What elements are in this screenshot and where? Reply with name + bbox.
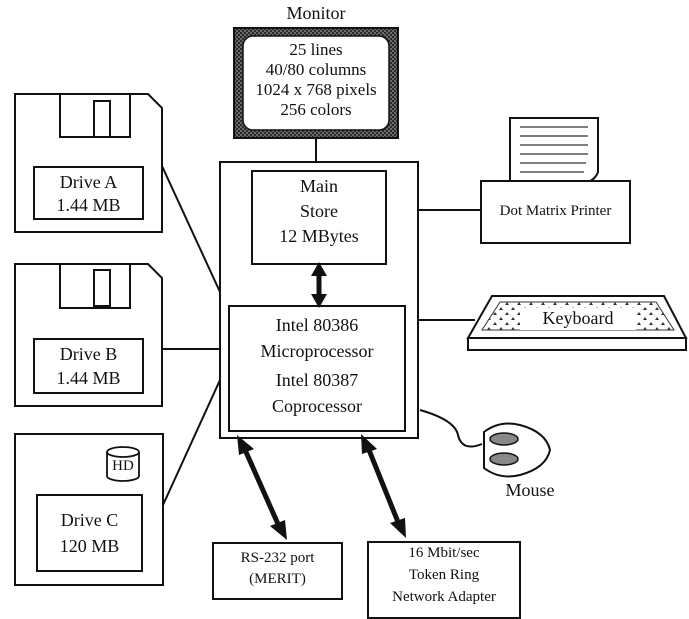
mouse-label: Mouse [505,480,555,500]
memory-bus-arrow [311,262,327,308]
network-type: Token Ring [408,567,480,583]
mouse-cable [419,409,483,448]
drive-b-name: Drive B [59,344,118,364]
drive-connectors [161,165,221,506]
printer-label: Dot Matrix Printer [499,203,612,219]
network-arrow [361,434,406,538]
monitor-spec-lines: 25 lines [289,40,343,59]
monitor-spec-columns: 40/80 columns [265,60,367,79]
monitor-spec-colors: 256 colors [280,100,352,119]
keyboard-label: Keyboard [542,308,614,328]
monitor-spec-pixels: 1024 x 768 pixels [255,80,377,99]
printer [480,117,631,244]
rs232-merit: (MERIT) [249,571,306,587]
hd-badge: HD [112,458,134,474]
monitor-title: Monitor [286,3,346,23]
drive-c-name: Drive C [60,510,119,530]
drive-c-size: 120 MB [59,536,120,556]
processor-cpu: Intel 80386 [275,315,359,335]
processor-cpu-type: Microprocessor [260,341,374,361]
drive-b-size: 1.44 MB [56,368,121,388]
drive-a-name: Drive A [59,172,118,192]
network-adapter: Network Adapter [392,589,496,605]
main-store-box [251,170,387,265]
rs232-port: RS-232 port [240,550,315,566]
mouse-icon [483,422,552,478]
network-box [367,541,521,619]
drive-b-disk [14,263,163,407]
processor-fpu: Intel 80387 [275,370,359,390]
main-store-line2: Store [300,201,338,221]
drive-a-size: 1.44 MB [56,195,121,215]
processor-box [228,305,406,432]
processor-fpu-type: Coprocessor [272,396,362,416]
network-speed: 16 Mbit/sec [408,545,480,561]
main-store-line1: Main [300,176,338,196]
rs232-box [212,542,343,600]
main-store-size: 12 MBytes [279,226,359,246]
hd-cylinder-icon [106,446,140,482]
drive-a-disk [14,93,163,233]
drive-c-disk [14,433,164,586]
monitor [233,27,399,139]
keyboard [466,295,688,351]
rs232-arrow [237,435,287,540]
